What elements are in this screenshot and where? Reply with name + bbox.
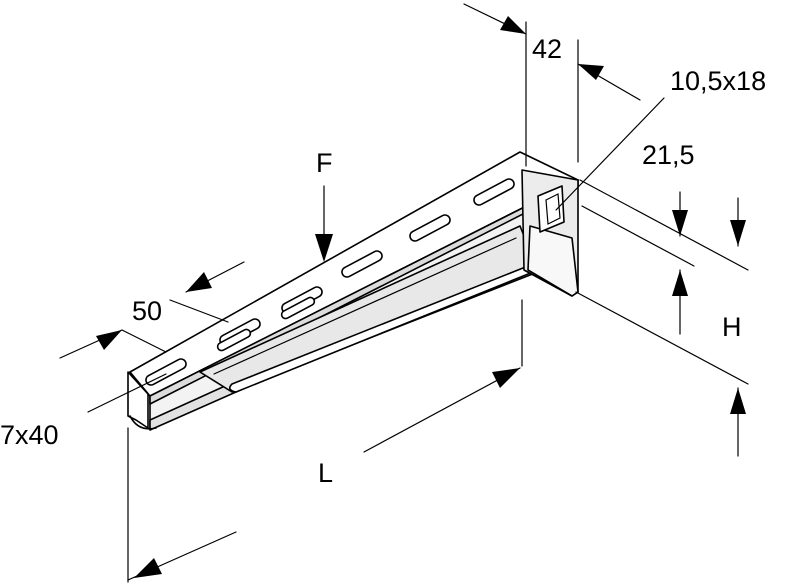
- arrow-head: [578, 64, 604, 80]
- arrow-head: [672, 210, 688, 236]
- bracket-wall-plate-hole-inner: [545, 193, 561, 225]
- dim-slot-pitch: 50: [59, 261, 245, 359]
- top-width-label: 42: [532, 34, 562, 64]
- arrow-head: [492, 368, 520, 388]
- bracket-end-curve: [129, 415, 157, 430]
- force-indicator: F: [315, 148, 333, 262]
- flange-height-label: 21,5: [642, 140, 695, 170]
- dim-hole-size: 10,5x18: [555, 66, 766, 211]
- arrow-head: [672, 270, 688, 296]
- slot-size-label: 7x40: [0, 420, 59, 450]
- dim-length: L: [127, 299, 523, 583]
- bracket-wall-plate-hole: [537, 185, 565, 233]
- flange-slot: [341, 250, 383, 278]
- force-label: F: [316, 148, 333, 178]
- dim-top-width: 42: [463, 3, 641, 167]
- dim-height: H: [575, 269, 749, 457]
- bracket-inner-rib-highlight: [213, 237, 517, 375]
- height-label: H: [722, 312, 742, 342]
- arrow-head: [134, 558, 162, 578]
- dim-flange-height: 21,5: [579, 140, 749, 271]
- flange-slot: [473, 178, 515, 206]
- force-arrow-head: [315, 234, 333, 262]
- bracket-body: [127, 151, 579, 431]
- arrow-head: [500, 16, 526, 34]
- web-slot: [216, 328, 252, 352]
- arrow-head: [186, 272, 212, 292]
- arrow-head: [730, 388, 746, 414]
- slot-pitch-label: 50: [132, 296, 162, 326]
- bracket-wall-plate-front: [527, 225, 579, 297]
- flange-slot: [409, 214, 451, 242]
- length-label: L: [318, 458, 333, 488]
- arrow-head: [730, 220, 746, 246]
- web-slot: [280, 296, 316, 320]
- dim-slot-size: 7x40: [0, 373, 167, 450]
- arrow-head: [96, 330, 122, 350]
- hole-size-label: 10,5x18: [670, 66, 766, 96]
